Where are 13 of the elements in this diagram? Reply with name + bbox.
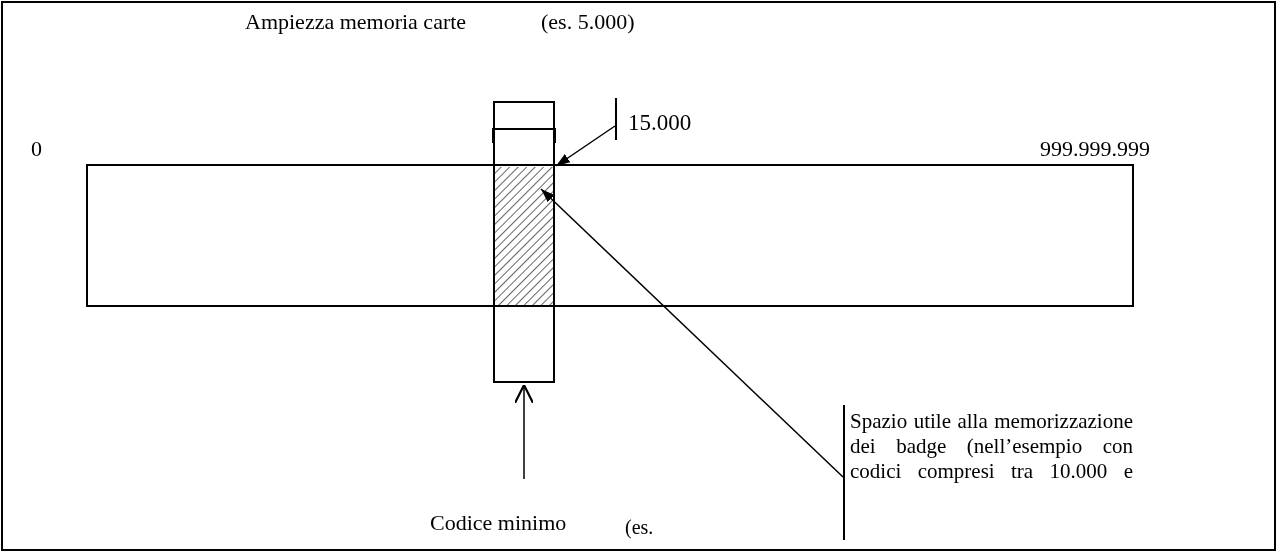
width-example: (es. 5.000) xyxy=(541,11,635,33)
scale-start-value: 0 xyxy=(31,138,42,160)
width-caption: Ampiezza memoria carte xyxy=(245,11,467,33)
card-memory-column xyxy=(493,101,555,383)
leader-line xyxy=(540,188,844,478)
arrow xyxy=(555,125,616,167)
example-text: (es. xyxy=(625,517,654,537)
minimum-code-text: Codice minimo xyxy=(430,512,567,534)
note-text: Spazio utile alla memorizzazione dei badge (nell’esempio con codici compresi tra 10.000 e xyxy=(850,409,1133,484)
scale-end-value: 999.999.999 xyxy=(1040,138,1150,160)
arrow xyxy=(513,383,535,480)
code-value: 15.000 xyxy=(628,111,692,134)
hatched-badge-area xyxy=(493,166,555,307)
